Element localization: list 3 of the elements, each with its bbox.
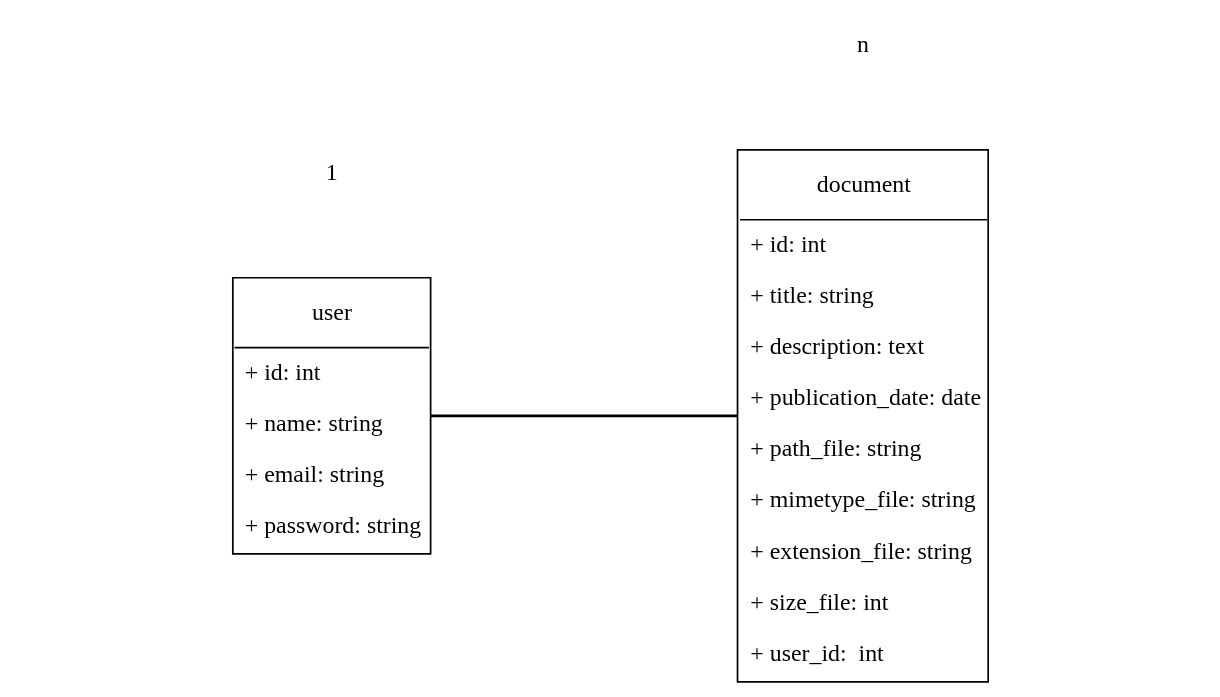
connector (430, 414, 737, 418)
label: 1 (325, 159, 338, 186)
label: n (856, 31, 869, 58)
